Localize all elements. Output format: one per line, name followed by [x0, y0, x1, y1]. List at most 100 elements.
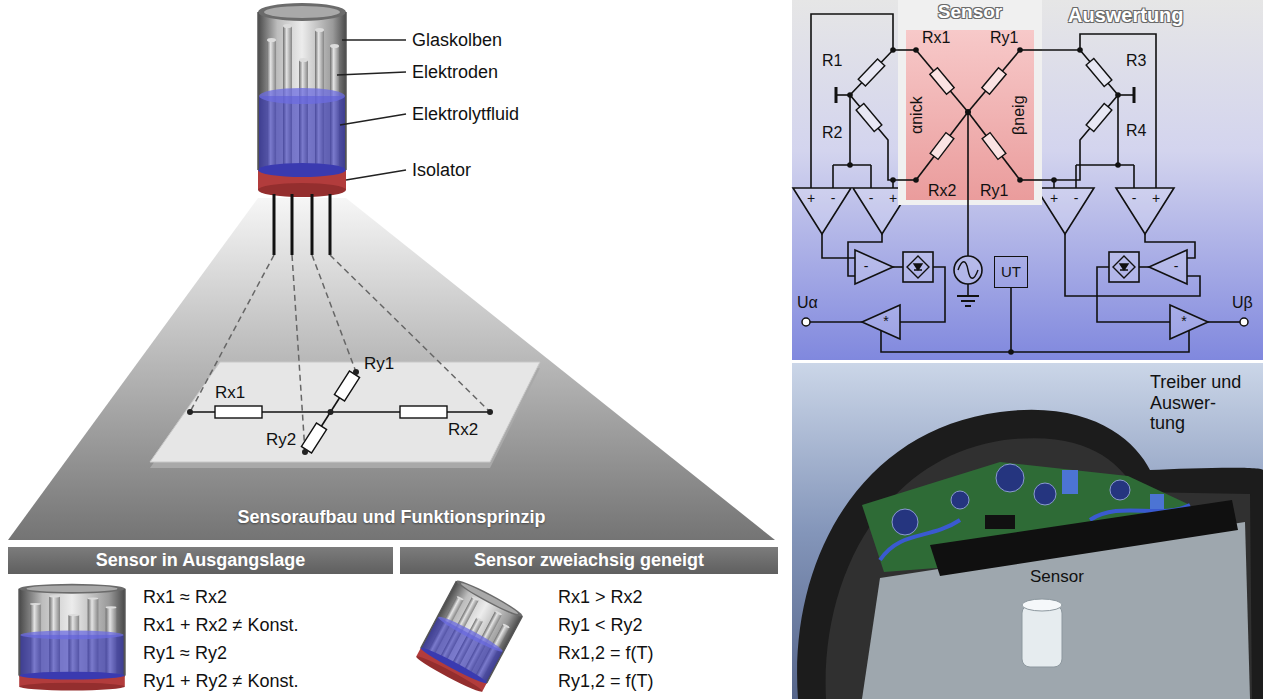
sensor-tube: [258, 3, 346, 197]
photo-label: Treiber und Auswer- tung: [1150, 372, 1250, 434]
schematic-ground: [792, 0, 1263, 360]
graphic-ellipse: [1022, 599, 1062, 611]
graphic-circle: [996, 464, 1024, 492]
multiplier-sign: *: [883, 313, 888, 329]
graphic-rect: [1062, 470, 1078, 494]
graphic-circle: [892, 509, 918, 535]
signal-label: Uβ: [1232, 294, 1253, 312]
header-band: Sensor in Ausgangslage: [8, 547, 393, 574]
formula: Rx1,2 = f(T): [558, 643, 654, 664]
graphic-polygon: [1116, 188, 1174, 234]
graphic-g: [898, 50, 1042, 205]
graphic-line: [190, 255, 274, 412]
resistor-label: R1: [822, 52, 842, 70]
graphic-rect: [1086, 104, 1112, 132]
graphic-circle: [302, 449, 308, 455]
opamp-sign: -: [831, 190, 836, 206]
graphic-rect: [792, 363, 1263, 699]
graphic-path: [1042, 50, 1118, 180]
graphic-circle: [890, 47, 896, 53]
graphic-g: [215, 371, 447, 453]
graphic-line: [292, 255, 305, 452]
graphic-rect: [930, 133, 954, 160]
graphic-rect: [982, 133, 1006, 160]
graphic-circle: [1115, 162, 1121, 168]
graphic-rect: [1109, 252, 1139, 282]
graphic-rect: [985, 515, 1015, 529]
graphic-path: [907, 256, 929, 278]
graphic-polygon: [150, 362, 540, 462]
opamp-sign: +: [889, 190, 897, 206]
graphic-rect: [215, 406, 262, 418]
sensor-tube-level: [19, 584, 125, 691]
resistor-label: R3: [1126, 52, 1146, 70]
graphic-g: [274, 194, 330, 255]
graphic-path: [1208, 321, 1240, 323]
graphic-line: [340, 114, 406, 125]
graphic-rect: [906, 30, 1034, 200]
graphic-line: [312, 255, 356, 372]
graphic-polygon: [1170, 305, 1208, 339]
graphic-polygon: [8, 198, 775, 540]
graphic-circle: [1077, 47, 1083, 53]
graphic-circle: [890, 177, 896, 183]
multiplier-sign: *: [1181, 313, 1186, 329]
resistor-label: Ry1: [990, 29, 1018, 47]
graphic-rect: [400, 406, 447, 418]
graphic-path: [1133, 87, 1136, 103]
formula: Rx1 + Rx2 ≠ Konst.: [143, 615, 298, 636]
graphic-path: [1113, 256, 1135, 278]
graphic-path: [850, 50, 898, 180]
resistor-label: R4: [1126, 122, 1146, 140]
graphic-line: [291, 194, 294, 255]
graphic-g: [190, 255, 490, 452]
graphic-polygon: [1036, 188, 1094, 234]
section-title: Auswertung: [1068, 4, 1184, 27]
graphic-circle: [847, 162, 853, 168]
resistor-label: Rx2: [928, 182, 956, 200]
opamp-sign: -: [864, 258, 869, 274]
opamp-sign: +: [1050, 190, 1058, 206]
formula: Ry1 ≈ Ry2: [143, 643, 227, 664]
opamp-sign: -: [1174, 258, 1179, 274]
graphic-rect: [1086, 59, 1112, 87]
graphic-rect: [930, 68, 954, 94]
node-text: Sensor: [938, 1, 1002, 23]
graphic-line: [342, 39, 406, 41]
graphic-rect: [982, 68, 1006, 94]
output-terminals: [802, 318, 1248, 326]
node-text: Sensor in Ausgangslage: [96, 550, 305, 571]
photo-label: Sensor: [1030, 567, 1084, 587]
graphic-polygon: [1149, 250, 1187, 284]
graphic-line: [1020, 179, 1042, 181]
graphic-rect: [1022, 605, 1062, 667]
header-band: Sensor zweiachsig geneigt: [400, 547, 778, 574]
graphic-circle: [847, 92, 853, 98]
graphic-line: [346, 170, 406, 180]
graphic-rect: [301, 423, 326, 453]
graphic-g: [187, 369, 493, 455]
part-label: Elektroden: [412, 62, 498, 83]
part-label: Isolator: [412, 160, 471, 181]
resistor-label: R2: [822, 124, 842, 142]
graphic-circle: [1110, 480, 1130, 500]
angle-label: βneig: [1010, 95, 1028, 134]
angle-label: αnick: [908, 96, 926, 134]
graphic-rect: [858, 59, 885, 86]
graphic-g: [913, 47, 1023, 183]
sensor-tube-tilted: [415, 577, 525, 694]
opamp-sign: +: [1152, 190, 1160, 206]
graphic-path: [810, 321, 862, 323]
graphic-circle: [1017, 177, 1023, 183]
graphic-path: [914, 264, 922, 270]
node-text: Sensor zweiachsig geneigt: [474, 550, 704, 571]
part-label: Elektrolytfluid: [412, 104, 519, 125]
graphic-g: [930, 68, 1006, 160]
resistor-label: Ry1: [364, 354, 394, 374]
formula: Ry1 + Ry2 ≠ Konst.: [143, 671, 298, 692]
graphic-circle: [951, 491, 969, 509]
graphic-circle: [353, 369, 359, 375]
graphic-circle: [487, 409, 493, 415]
opamp-sign: -: [1074, 190, 1079, 206]
temperature-box: UT: [994, 256, 1028, 288]
